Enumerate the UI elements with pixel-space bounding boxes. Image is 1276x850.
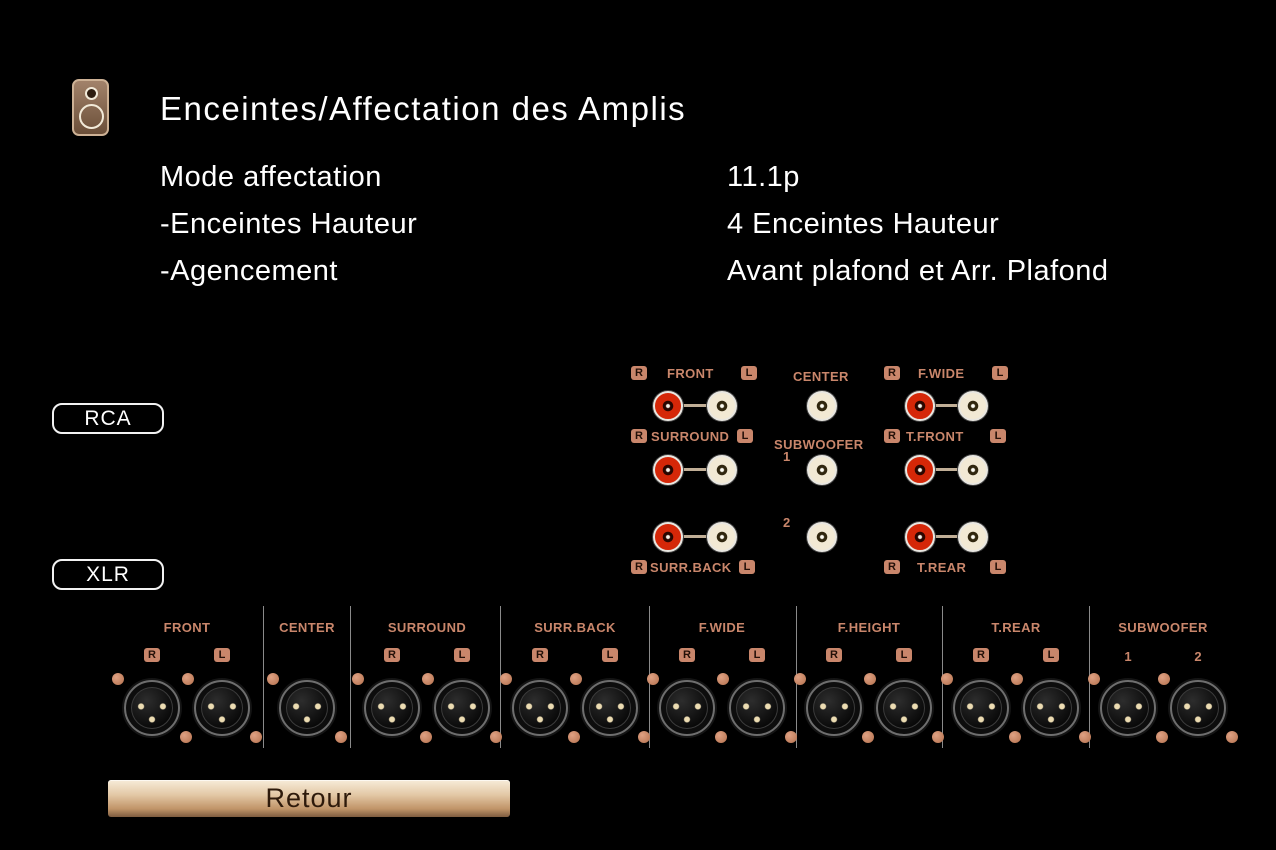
page-title: Enceintes/Affectation des Amplis: [160, 90, 687, 127]
xlr-jack-fwide-r: [647, 673, 727, 743]
xlr-trear-l-badge: L: [1043, 648, 1059, 662]
rca-jack-front-l: [707, 391, 737, 421]
rca-section-badge: RCA: [52, 403, 164, 434]
xlr-fwide-label: F.WIDE: [698, 620, 746, 635]
xlr-fwide-l-badge: L: [749, 648, 765, 662]
xlr-subwoofer-label: SUBWOOFER: [1118, 620, 1208, 635]
xlr-fheight-label: F.HEIGHT: [837, 620, 901, 635]
xlr-front-l-badge: L: [214, 648, 230, 662]
xlr-jack-fwide-l: [717, 673, 797, 743]
rca-pair-line: [680, 535, 710, 538]
rca-tfront-label: T.FRONT: [906, 429, 964, 444]
xlr-surround-l-badge: L: [454, 648, 470, 662]
xlr-fheight-l-badge: L: [896, 648, 912, 662]
xlr-surround-label: SURROUND: [387, 620, 467, 635]
xlr-subwoofer-2-label: 2: [1194, 649, 1202, 664]
xlr-center-label: CENTER: [279, 620, 335, 635]
rca-surround-r-badge: R: [631, 429, 647, 443]
setting-value-assign-mode: 11.1p: [727, 161, 800, 193]
xlr-jack-trear-r: [941, 673, 1021, 743]
xlr-jack-front-l: [182, 673, 262, 743]
rca-trear-l-badge: L: [990, 560, 1006, 574]
rca-jack-trear-r: [905, 522, 935, 552]
xlr-front-label: FRONT: [163, 620, 211, 635]
rca-fwide-l-badge: L: [992, 366, 1008, 380]
rca-jack-fwide-l: [958, 391, 988, 421]
xlr-trear-label: T.REAR: [991, 620, 1041, 635]
rca-jack-front-r: [653, 391, 683, 421]
rca-front-label: FRONT: [667, 366, 714, 381]
rca-front-l-badge: L: [741, 366, 757, 380]
rca-trear-r-badge: R: [884, 560, 900, 574]
xlr-group-divider: [350, 606, 351, 748]
rca-tfront-l-badge: L: [990, 429, 1006, 443]
rca-surrback-r-badge: R: [631, 560, 647, 574]
rca-jack-tfront-r: [905, 455, 935, 485]
rca-surround-label: SURROUND: [651, 429, 730, 444]
rca-jack-center: [807, 391, 837, 421]
xlr-fwide-r-badge: R: [679, 648, 695, 662]
rca-jack-surrback-r: [653, 522, 683, 552]
xlr-group-divider: [263, 606, 264, 748]
rca-jack-subwoofer-2: [807, 522, 837, 552]
rca-jack-surrback-l: [707, 522, 737, 552]
setting-label-height-speakers: -Enceintes Hauteur: [160, 208, 418, 240]
xlr-jack-surround-r: [352, 673, 432, 743]
rca-jack-subwoofer-1: [807, 455, 837, 485]
xlr-jack-subwoofer-2: [1158, 673, 1238, 743]
rca-jack-tfront-l: [958, 455, 988, 485]
rca-jack-surround-l: [707, 455, 737, 485]
rca-pair-line: [680, 404, 710, 407]
rca-subwoofer-label: SUBWOOFER: [774, 437, 864, 452]
xlr-subwoofer-1-label: 1: [1124, 649, 1132, 664]
rca-fwide-label: F.WIDE: [918, 366, 965, 381]
xlr-trear-r-badge: R: [973, 648, 989, 662]
rca-subwoofer-1-label: 1: [783, 449, 791, 464]
xlr-jack-surround-l: [422, 673, 502, 743]
rca-surrback-label: SURR.BACK: [650, 560, 732, 575]
setting-value-layout: Avant plafond et Arr. Plafond: [727, 255, 1109, 287]
xlr-jack-surrback-l: [570, 673, 650, 743]
xlr-section-badge: XLR: [52, 559, 164, 590]
rca-pair-line: [932, 468, 962, 471]
rca-jack-fwide-r: [905, 391, 935, 421]
back-button[interactable]: Retour: [108, 780, 510, 817]
setting-label-assign-mode: Mode affectation: [160, 161, 382, 193]
rca-center-label: CENTER: [793, 369, 849, 384]
xlr-jack-fheight-r: [794, 673, 874, 743]
rca-front-r-badge: R: [631, 366, 647, 380]
rca-pair-line: [680, 468, 710, 471]
xlr-surround-r-badge: R: [384, 648, 400, 662]
xlr-surrback-r-badge: R: [532, 648, 548, 662]
xlr-jack-center: [267, 673, 347, 743]
rca-fwide-r-badge: R: [884, 366, 900, 380]
speaker-icon: [72, 79, 109, 136]
xlr-surrback-l-badge: L: [602, 648, 618, 662]
xlr-jack-subwoofer-1: [1088, 673, 1168, 743]
rca-subwoofer-2-label: 2: [783, 515, 791, 530]
xlr-jack-fheight-l: [864, 673, 944, 743]
rca-surround-l-badge: L: [737, 429, 753, 443]
rca-pair-line: [932, 404, 962, 407]
rca-jack-surround-r: [653, 455, 683, 485]
rca-tfront-r-badge: R: [884, 429, 900, 443]
setting-value-height-speakers: 4 Enceintes Hauteur: [727, 208, 1000, 240]
xlr-jack-surrback-r: [500, 673, 580, 743]
xlr-jack-trear-l: [1011, 673, 1091, 743]
rca-jack-trear-l: [958, 522, 988, 552]
xlr-fheight-r-badge: R: [826, 648, 842, 662]
rca-pair-line: [932, 535, 962, 538]
xlr-jack-front-r: [112, 673, 192, 743]
setting-label-layout: -Agencement: [160, 255, 338, 287]
xlr-front-r-badge: R: [144, 648, 160, 662]
rca-trear-label: T.REAR: [917, 560, 967, 575]
xlr-surrback-label: SURR.BACK: [534, 620, 616, 635]
rca-surrback-l-badge: L: [739, 560, 755, 574]
